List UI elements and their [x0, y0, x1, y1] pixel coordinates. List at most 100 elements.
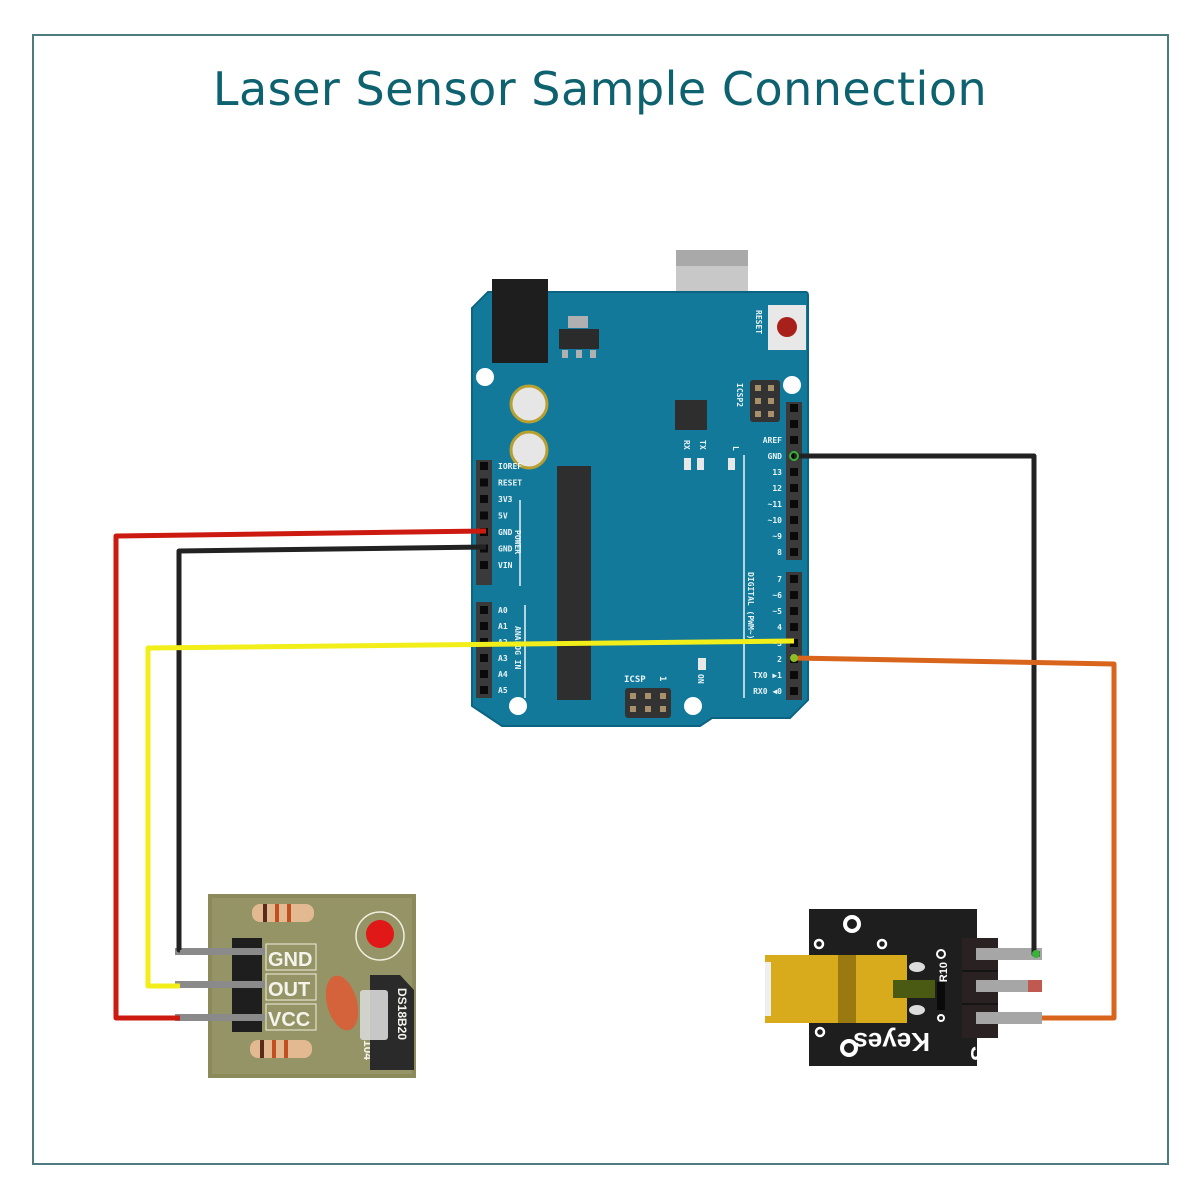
power-pin-label: GND	[498, 528, 513, 537]
rx-label: RX	[682, 440, 691, 450]
power-pin-socket[interactable]	[480, 462, 488, 470]
laser-diode-housing	[765, 955, 907, 1023]
wire-red-5v-to-vcc	[113, 528, 487, 1021]
digital-pin-label: 13	[772, 468, 782, 477]
digital-pin-label: 2	[777, 655, 782, 664]
solder-pad	[909, 962, 925, 972]
digital-pin-socket[interactable]	[790, 548, 798, 556]
tx-label: TX	[698, 440, 707, 450]
power-pin-socket[interactable]	[480, 495, 488, 503]
digital-pin-socket[interactable]	[790, 591, 798, 599]
digital-pin-socket[interactable]	[790, 420, 798, 428]
digital-pin-socket[interactable]	[790, 468, 798, 476]
digital-pin-socket[interactable]	[790, 404, 798, 412]
analog-pin-socket[interactable]	[480, 670, 488, 678]
laser-lens	[765, 962, 771, 1016]
pcb-via	[937, 1014, 945, 1022]
resistor	[252, 904, 314, 922]
power-header	[476, 460, 492, 585]
capacitor	[509, 384, 549, 424]
gnd-box	[265, 943, 317, 971]
analog-pin-label: A3	[498, 654, 508, 663]
icsp2-header	[750, 380, 780, 422]
l-label: L	[731, 446, 740, 451]
pcb-via	[936, 949, 946, 959]
power-pin-socket[interactable]	[480, 561, 488, 569]
wire-black-gnd-to-gnd	[176, 544, 487, 953]
resistor-band	[287, 904, 291, 922]
l-led	[728, 458, 735, 470]
wire-orange-d2-to-laser-s	[793, 655, 1117, 1021]
pcb-hole	[843, 915, 861, 933]
icsp-header	[625, 688, 671, 718]
usb-chip	[675, 400, 707, 430]
pcb-hole	[876, 938, 888, 950]
reset-button-cap[interactable]	[777, 317, 797, 337]
resistor-band	[260, 1040, 264, 1058]
chip-label: DS18B20	[395, 988, 409, 1040]
signal-label: S	[966, 1046, 991, 1061]
analog-pin-label: A4	[498, 670, 508, 679]
voltage-regulator	[559, 329, 599, 349]
pin-label-out: OUT	[268, 979, 310, 1001]
icsp2-label: ICSP2	[735, 383, 744, 407]
digital-pin-socket[interactable]	[790, 671, 798, 679]
pin-label-gnd: GND	[268, 949, 312, 971]
out-box	[265, 973, 317, 1001]
resistor-band	[272, 1040, 276, 1058]
analog-pin-label: A0	[498, 606, 508, 615]
digital-pin-label: ~6	[772, 591, 782, 600]
power-pin-socket[interactable]	[480, 478, 488, 487]
digital-pin-label: GND	[768, 452, 783, 461]
brand-label: Keyes	[853, 1027, 930, 1057]
regulator-leg	[576, 350, 582, 358]
icsp-pin1-label: 1	[657, 676, 667, 681]
reset-label: RESET	[754, 310, 763, 334]
analog-pin-socket[interactable]	[480, 654, 488, 662]
digital-pin-socket[interactable]	[790, 500, 798, 508]
laser-module: R10 - S Keyes	[765, 909, 1042, 1066]
pin-connection-dot	[790, 654, 798, 662]
digital-pin-socket[interactable]	[790, 575, 798, 583]
pcb-hole	[840, 1039, 858, 1057]
pin-connection-dot	[789, 451, 799, 461]
digital-pin-label: 8	[777, 548, 782, 557]
on-label: ON	[696, 674, 705, 684]
analog-pin-socket[interactable]	[480, 606, 488, 614]
wire-black-gnd-to-laser-minus	[794, 453, 1040, 957]
header-pin-out	[175, 981, 265, 988]
resistor-label: R10	[938, 962, 950, 982]
digital-header-bottom	[786, 572, 802, 700]
power-jack	[492, 279, 548, 363]
power-pin-label: VIN	[498, 561, 513, 570]
power-pin-socket[interactable]	[480, 511, 488, 520]
digital-pin-label: TX0 ▶1	[753, 671, 782, 680]
analog-pin-label: A5	[498, 686, 508, 695]
analog-pin-socket[interactable]	[480, 686, 488, 694]
digital-pin-label: ~11	[768, 500, 783, 509]
power-pin-label: GND	[498, 545, 513, 554]
digital-pin-socket[interactable]	[790, 516, 798, 524]
red-led	[366, 920, 394, 948]
digital-pin-socket[interactable]	[790, 623, 798, 631]
board-body	[471, 291, 809, 727]
digital-pin-label: ~9	[772, 532, 782, 541]
regulator-leg	[590, 350, 596, 358]
icsp-label: ICSP	[624, 675, 646, 685]
digital-pin-label: ~10	[768, 516, 783, 525]
digital-pin-socket[interactable]	[790, 484, 798, 492]
resistor-band	[275, 904, 279, 922]
analog-pin-socket[interactable]	[480, 622, 488, 630]
digital-pin-socket[interactable]	[790, 436, 798, 444]
pcb-hole	[814, 1026, 826, 1038]
digital-pin-socket[interactable]	[790, 687, 798, 695]
usb-port-top	[676, 250, 748, 266]
on-led	[698, 658, 706, 670]
mounting-hole	[783, 376, 801, 394]
laser-pin-middle	[976, 980, 1042, 992]
power-label: POWER	[513, 530, 522, 554]
digital-pin-socket[interactable]	[790, 607, 798, 615]
digital-pin-socket[interactable]	[790, 532, 798, 540]
